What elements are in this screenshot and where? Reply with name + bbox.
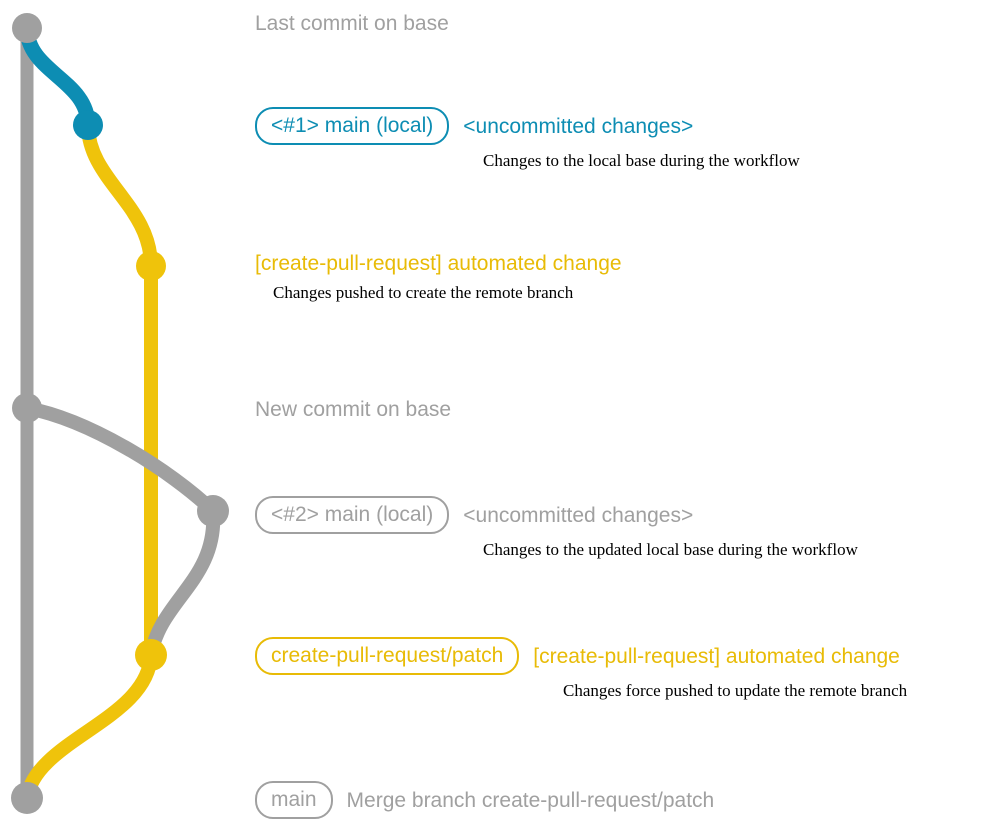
node-base-new [12, 393, 42, 423]
patch-branch-edge-gold-upper [81, 118, 158, 273]
entry-patch-commit-2: create-pull-request/patch [create-pull-r… [255, 637, 907, 701]
entry-patch-commit-1: [create-pull-request] automated change C… [255, 252, 622, 303]
commit-headline: <uncommitted changes> [463, 114, 694, 138]
entry-merge-commit: main Merge branch create-pull-request/pa… [255, 781, 714, 819]
node-local-1 [73, 110, 103, 140]
branch-badge-main[interactable]: main [255, 781, 333, 819]
node-merge-commit [11, 782, 43, 814]
entry-local-commit-1: <#1> main (local) <uncommitted changes> … [255, 107, 800, 171]
node-base-last [12, 13, 42, 43]
commit-headline: New commit on base [255, 398, 452, 421]
branch-badge-local-1[interactable]: <#1> main (local) [255, 107, 450, 145]
commit-headline: Last commit on base [255, 12, 449, 35]
branch-badge-local-2[interactable]: <#2> main (local) [255, 496, 450, 534]
local-to-patch-edge-grey [144, 504, 221, 662]
commit-subline: Changes force pushed to update the remot… [563, 681, 908, 700]
node-patch-1 [136, 251, 166, 281]
commit-subline: Changes pushed to create the remote bran… [273, 283, 574, 302]
patch-to-merge-edge-gold [20, 648, 158, 805]
node-patch-2 [135, 639, 167, 671]
entry-last-commit-on-base: Last commit on base [255, 12, 449, 35]
commit-subline: Changes to the updated local base during… [483, 540, 858, 559]
entry-local-commit-2: <#2> main (local) <uncommitted changes> … [255, 496, 858, 560]
commit-headline: [create-pull-request] automated change [533, 644, 900, 668]
commit-headline: <uncommitted changes> [463, 503, 694, 527]
entry-new-commit-on-base: New commit on base [255, 398, 451, 421]
commit-subline: Changes to the local base during the wor… [483, 151, 800, 170]
commit-headline: Merge branch create-pull-request/patch [346, 788, 715, 812]
node-local-2 [197, 495, 229, 527]
local-branch-edge-teal [19, 20, 96, 133]
updated-local-branch-edge-grey [20, 401, 220, 518]
commit-headline: [create-pull-request] automated change [255, 252, 622, 275]
branch-badge-patch[interactable]: create-pull-request/patch [255, 637, 520, 675]
